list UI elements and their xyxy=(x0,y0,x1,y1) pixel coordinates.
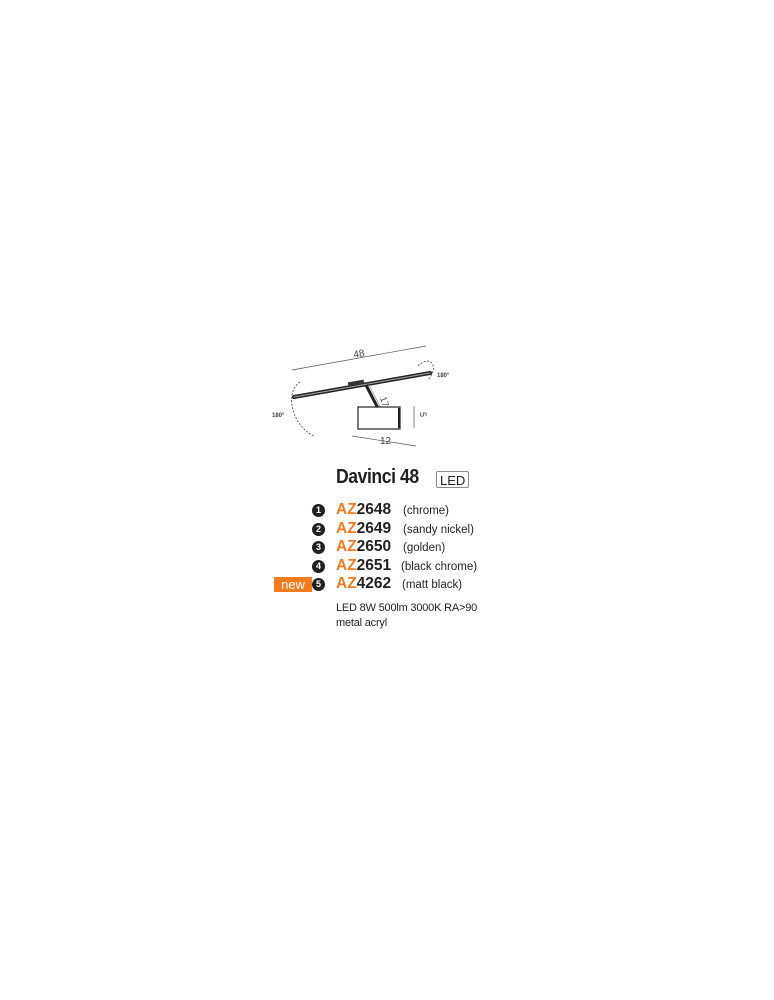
variant-code: AZ2650 xyxy=(336,538,391,556)
variant-finish: (chrome) xyxy=(403,505,450,517)
base-label: 12 xyxy=(380,436,392,447)
new-badge: new xyxy=(274,577,312,592)
variant-row: new 5 AZ4262 (matt black) xyxy=(0,575,774,593)
type-badge: LED xyxy=(436,471,470,488)
rotation-right-label: 180° xyxy=(437,373,450,379)
code-prefix: AZ xyxy=(336,501,357,518)
code-digits: 4262 xyxy=(356,575,392,592)
base-dimension-line xyxy=(351,435,417,447)
code-digits: 2648 xyxy=(356,501,392,518)
variant-finish: (black chrome) xyxy=(401,561,478,573)
variant-number-badge: 2 xyxy=(312,523,325,536)
spec-light: LED 8W 500lm 3000K RA>90 xyxy=(336,602,478,614)
variant-code: AZ2648 xyxy=(336,501,391,519)
rotation-left-label: 180° xyxy=(272,413,285,419)
code-prefix: AZ xyxy=(336,575,357,592)
product-dimension-diagram: 48 180° 180° 17 5 12 xyxy=(272,345,450,447)
variant-row: 3 AZ2650 (golden) xyxy=(0,538,774,556)
arm-label: 17 xyxy=(378,395,391,408)
variant-code: AZ4262 xyxy=(336,575,391,593)
variant-code: AZ2649 xyxy=(336,520,391,538)
variant-finish: (golden) xyxy=(403,542,446,554)
width-dimension-line xyxy=(291,345,427,371)
rotation-arc-right xyxy=(417,360,434,381)
code-digits: 2650 xyxy=(356,538,392,555)
variant-finish: (matt black) xyxy=(402,579,463,591)
code-prefix: AZ xyxy=(336,538,357,555)
code-digits: 2651 xyxy=(356,557,392,574)
spec-material: metal acryl xyxy=(336,617,387,629)
rotation-arc-left xyxy=(291,381,315,437)
height-label: 5 xyxy=(418,412,428,417)
variant-number-badge: 4 xyxy=(312,560,325,573)
lamp-bar xyxy=(292,371,432,399)
code-digits: 2649 xyxy=(356,520,392,537)
code-prefix: AZ xyxy=(336,520,357,537)
variant-row: 4 AZ2651 (black chrome) xyxy=(0,557,774,575)
wall-base xyxy=(357,406,401,430)
variant-code: AZ2651 xyxy=(336,557,391,575)
variant-number-badge: 1 xyxy=(312,504,325,517)
code-prefix: AZ xyxy=(336,557,357,574)
variant-number-badge: 3 xyxy=(312,541,325,554)
variant-row: 1 AZ2648 (chrome) xyxy=(0,501,774,519)
product-title: Davinci 48 xyxy=(336,466,419,488)
width-label: 48 xyxy=(353,348,366,361)
variant-row: 2 AZ2649 (sandy nickel) xyxy=(0,520,774,538)
variant-finish: (sandy nickel) xyxy=(403,524,474,536)
variant-number-badge: 5 xyxy=(312,578,325,591)
